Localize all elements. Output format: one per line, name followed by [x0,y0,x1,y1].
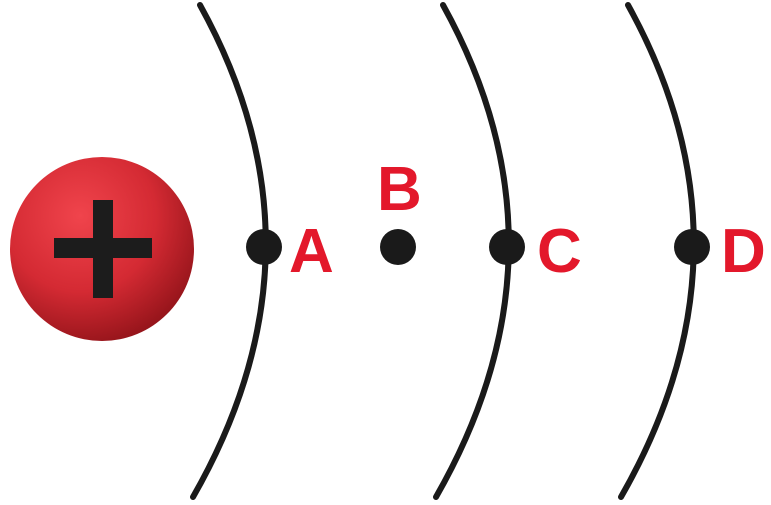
point-d-marker [674,229,710,265]
plus-sign-icon [54,200,152,298]
point-b-marker [380,229,416,265]
positive-charge [10,157,194,341]
point-c-label: C [537,217,582,286]
point-a-marker [246,229,282,265]
point-c-marker [489,229,525,265]
point-b-label: B [377,155,422,224]
point-d-label: D [721,217,766,286]
point-a-label: A [289,217,334,286]
